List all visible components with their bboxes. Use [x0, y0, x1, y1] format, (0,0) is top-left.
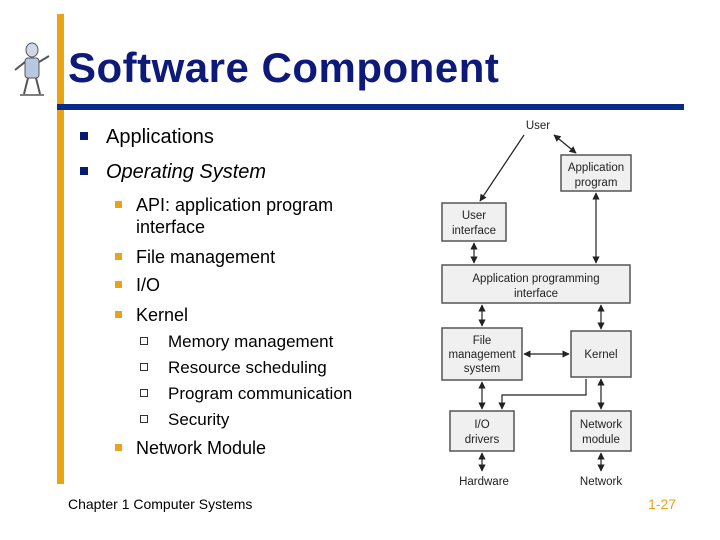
diagram-user-label: User — [526, 120, 550, 132]
app-program-label-2: program — [575, 177, 618, 189]
file-mgmt-label-3: system — [464, 363, 500, 375]
user-interface-label-2: interface — [452, 225, 496, 237]
network-module-label-2: module — [582, 434, 620, 446]
kernel-item: Program communication — [140, 384, 352, 404]
app-program-label-1: Application — [568, 162, 624, 174]
footer-chapter: Chapter 1 Computer Systems — [68, 496, 253, 512]
kernel-item: Security — [140, 410, 229, 430]
network-module-box — [570, 410, 632, 452]
api-label-2: interface — [514, 288, 558, 300]
checkbox-bullet-icon — [140, 336, 148, 345]
slide-title: Software Component — [68, 44, 500, 91]
kernel-item: Resource scheduling — [140, 358, 327, 378]
accent-vertical-bar — [57, 14, 64, 484]
arrow-user-to-ui — [479, 134, 525, 202]
os-item-api: API: application program interface — [115, 194, 333, 238]
user-interface-box — [441, 202, 507, 242]
file-mgmt-box — [441, 327, 523, 381]
network-label: Network — [580, 476, 622, 488]
bullet-square-icon — [115, 252, 122, 260]
bullet-square-icon — [115, 443, 122, 451]
app-program-box — [560, 154, 632, 192]
io-drivers-box — [449, 410, 515, 452]
kernel-label: Kernel — [584, 349, 617, 361]
checkbox-bullet-icon — [140, 362, 148, 371]
os-item-io: I/O — [115, 274, 160, 296]
os-item-network-module: Network Module — [115, 437, 266, 459]
arrow-user-to-app — [553, 134, 577, 154]
bullet-operating-system: Operating System — [80, 161, 266, 184]
software-component-diagram: User Application program User interface … — [441, 120, 632, 488]
checkbox-bullet-icon — [140, 414, 148, 423]
os-item-file: File management — [115, 246, 275, 268]
title-underline — [57, 104, 684, 110]
bullet-square-icon — [80, 166, 88, 175]
file-mgmt-label-2: management — [448, 349, 516, 361]
api-box — [441, 264, 631, 304]
mascot-icon — [14, 42, 50, 96]
arrow-kernel-to-io — [498, 379, 587, 410]
user-interface-label-1: User — [462, 210, 486, 222]
os-item-kernel: Kernel — [115, 304, 188, 326]
bullet-square-icon — [80, 131, 88, 140]
kernel-item: Memory management — [140, 332, 333, 352]
kernel-box — [570, 330, 632, 378]
footer-page-number: 1-27 — [648, 496, 677, 512]
io-drivers-label-2: drivers — [465, 434, 500, 446]
bullet-square-icon — [115, 310, 122, 318]
hardware-label: Hardware — [459, 476, 509, 488]
bullet-square-icon — [115, 280, 122, 288]
api-label-1: Application programming — [472, 273, 599, 285]
bullet-applications: Applications — [80, 126, 214, 149]
file-mgmt-label-1: File — [473, 335, 492, 347]
checkbox-bullet-icon — [140, 388, 148, 397]
io-drivers-label-1: I/O — [474, 419, 489, 431]
bullet-square-icon — [115, 200, 122, 208]
network-module-label-1: Network — [580, 419, 622, 431]
